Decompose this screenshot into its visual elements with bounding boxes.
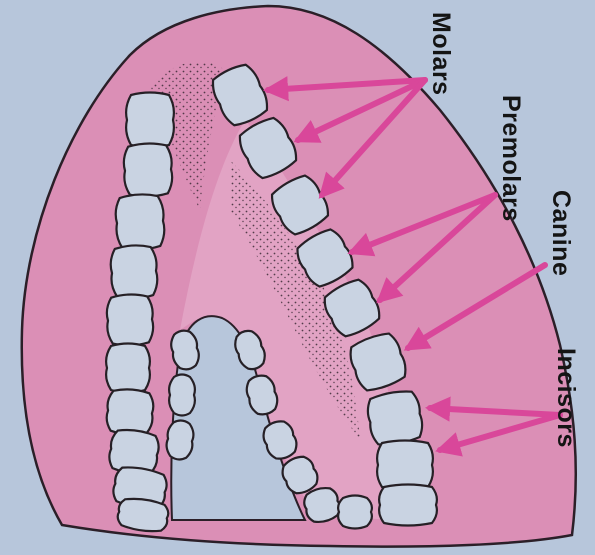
tooth-inner-left-2 bbox=[169, 375, 195, 416]
tooth-left-4 bbox=[110, 244, 159, 299]
tooth-left-3 bbox=[115, 193, 166, 250]
tooth-right-8 bbox=[377, 441, 433, 490]
tooth-left-1 bbox=[126, 93, 174, 148]
tooth-left-2 bbox=[123, 143, 173, 198]
tooth-left-6 bbox=[106, 344, 150, 393]
tooth-left-5 bbox=[106, 294, 154, 347]
tooth-right-9 bbox=[379, 485, 437, 526]
label-incisors: Incisors bbox=[551, 348, 580, 448]
tooth-right-7 bbox=[365, 388, 425, 447]
tooth-inner-right-6 bbox=[338, 496, 372, 529]
label-premolars: Premolars bbox=[496, 95, 525, 222]
tooth-left-7 bbox=[106, 388, 155, 436]
label-canine: Canine bbox=[546, 190, 575, 276]
label-molars: Molars bbox=[426, 12, 455, 96]
